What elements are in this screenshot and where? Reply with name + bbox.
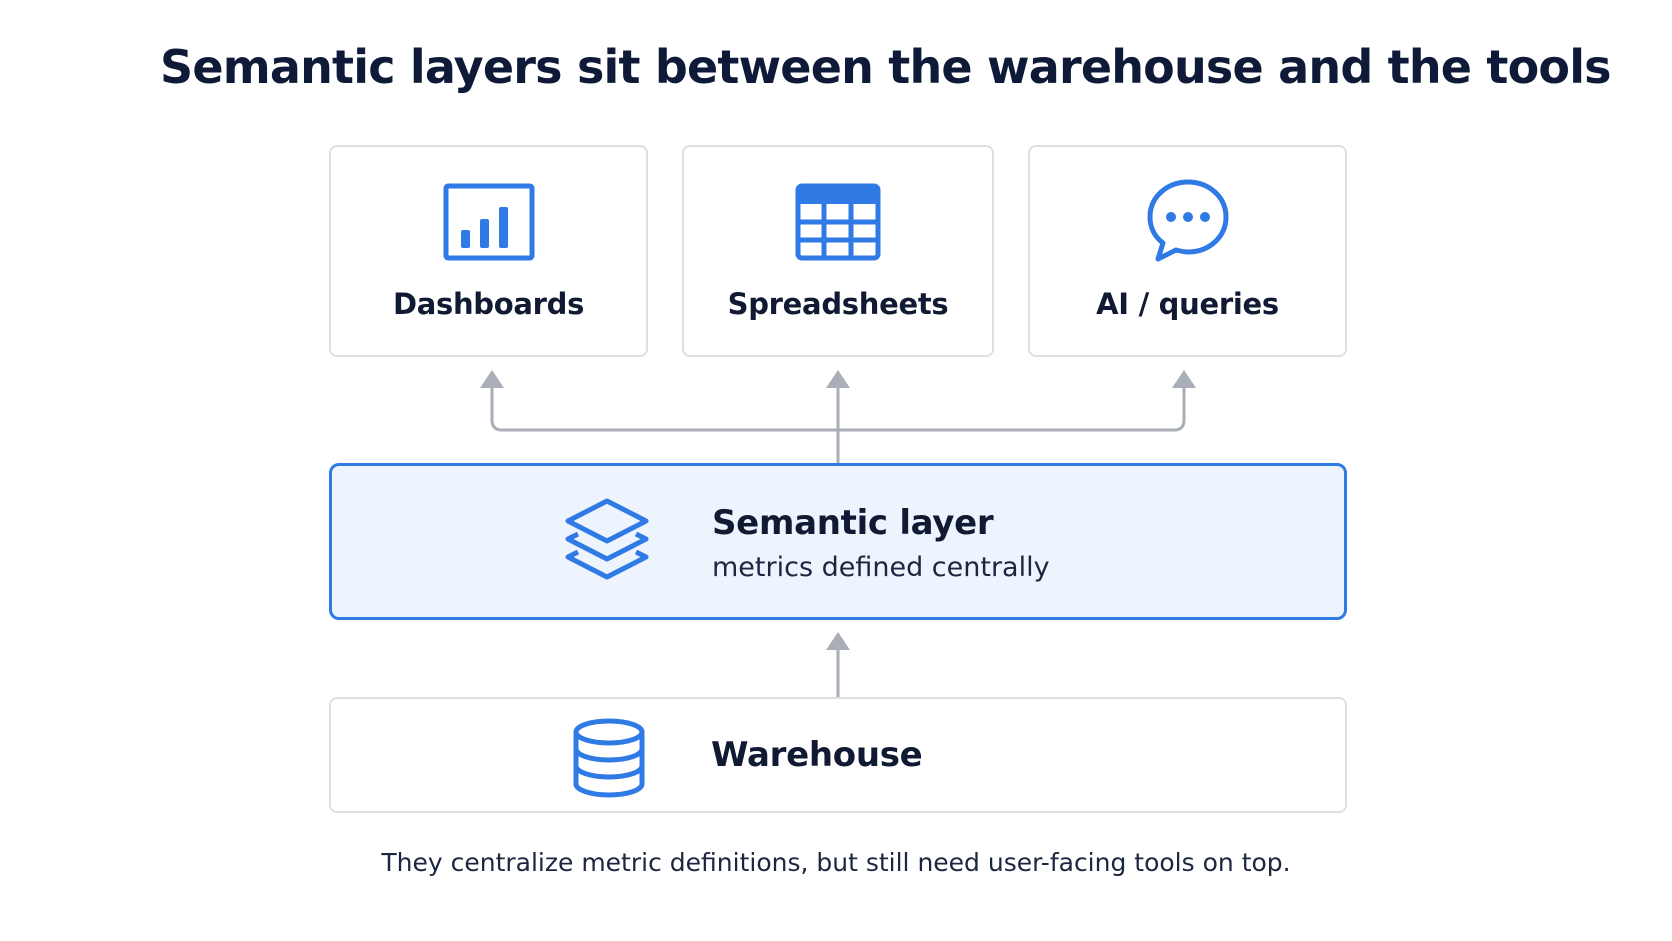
caption: They centralize metric definitions, but … [381, 848, 1291, 877]
semantic-layer-box: Semantic layer metrics defined centrally [329, 463, 1347, 620]
spreadsheets-card: Spreadsheets [682, 145, 994, 357]
chat-bubble-icon [1143, 177, 1233, 269]
layers-icon [562, 496, 652, 594]
arrowhead-spreadsheets [826, 370, 850, 388]
arrowhead-dashboards [480, 370, 504, 388]
page-title: Semantic layers sit between the warehous… [160, 40, 1612, 94]
semantic-layer-subtitle: metrics defined centrally [712, 552, 1050, 583]
database-icon [571, 717, 647, 803]
ai-queries-label: AI / queries [1096, 287, 1279, 321]
dashboards-card: Dashboards [329, 145, 648, 357]
ai-queries-card: AI / queries [1028, 145, 1347, 357]
arrowhead-semantic-layer [826, 632, 850, 650]
bar-chart-icon [443, 183, 535, 265]
arrowhead-ai-queries [1172, 370, 1196, 388]
dashboards-label: Dashboards [392, 287, 585, 321]
warehouse-box: Warehouse [329, 697, 1347, 813]
semantic-layer-title: Semantic layer [712, 503, 994, 543]
spreadsheet-icon [795, 183, 881, 265]
spreadsheets-label: Spreadsheets [727, 287, 949, 321]
warehouse-label: Warehouse [711, 735, 923, 775]
